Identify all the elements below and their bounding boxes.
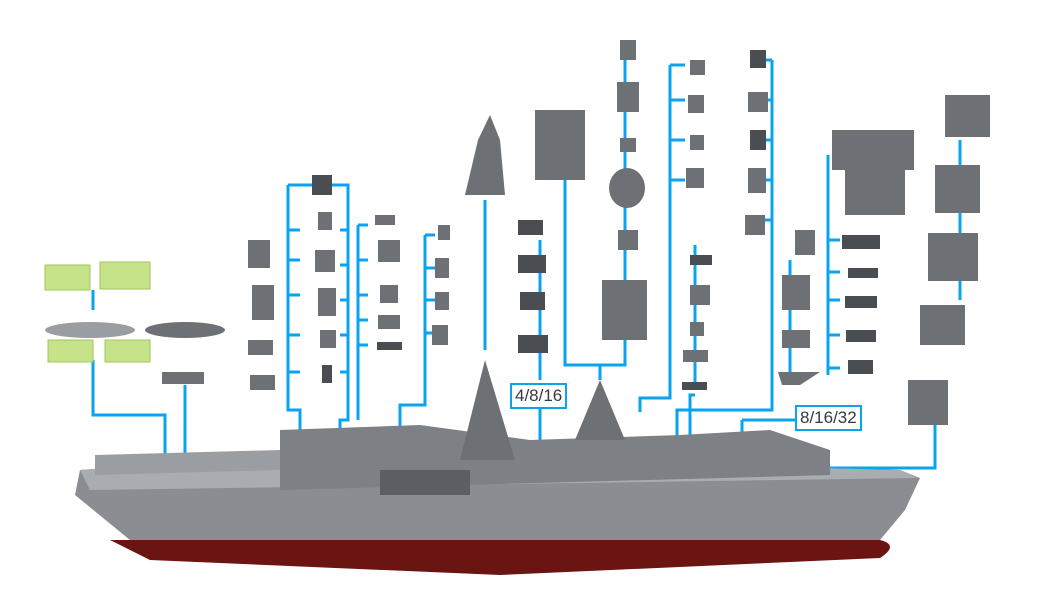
module	[683, 350, 708, 362]
module	[375, 215, 395, 225]
radar-module	[620, 40, 636, 60]
container	[104, 339, 151, 363]
vls-hatch	[842, 235, 880, 249]
gun-module	[908, 380, 948, 425]
module	[682, 382, 707, 390]
launcher-module	[518, 335, 548, 353]
radar-module	[609, 168, 645, 208]
rhib-boat	[45, 322, 135, 338]
mast-module	[465, 115, 505, 195]
module	[250, 375, 275, 390]
module	[782, 330, 810, 348]
cell-count-label-small: 4/8/16	[510, 383, 568, 409]
radar-module	[617, 82, 639, 112]
module	[748, 92, 768, 112]
module	[252, 285, 274, 320]
module	[782, 275, 810, 310]
vls-module	[832, 130, 914, 170]
module	[377, 342, 402, 350]
vls-module	[845, 170, 905, 215]
module	[432, 325, 448, 345]
gun-module	[935, 165, 980, 213]
module	[748, 168, 766, 193]
vls-hatch	[848, 360, 873, 374]
launcher-module	[518, 255, 546, 273]
container	[99, 261, 151, 290]
module	[778, 372, 820, 385]
module	[318, 288, 336, 316]
module	[690, 135, 704, 150]
vls-hatch	[848, 268, 878, 278]
module	[315, 250, 335, 272]
module	[378, 315, 400, 329]
module	[312, 175, 332, 195]
module	[688, 95, 704, 113]
module	[320, 330, 336, 348]
module	[435, 292, 449, 310]
gun-module	[928, 233, 978, 281]
gun-module	[920, 305, 965, 345]
module	[248, 240, 270, 268]
radar-module	[618, 230, 638, 250]
module	[435, 258, 449, 278]
rhib-boat	[145, 322, 225, 338]
module	[795, 230, 815, 255]
module	[750, 50, 766, 68]
container-modules	[44, 261, 225, 384]
weapon-modules	[248, 40, 990, 425]
cell-count-label-large: 8/16/32	[795, 405, 862, 431]
launcher-module	[520, 292, 545, 310]
module	[745, 215, 765, 235]
launcher-module	[518, 220, 543, 235]
radar-module	[620, 138, 636, 152]
vls-hatch	[845, 296, 877, 308]
module	[318, 212, 332, 230]
module	[380, 285, 398, 303]
module	[378, 240, 400, 262]
gun-module	[945, 95, 990, 137]
module	[690, 285, 710, 305]
container	[44, 264, 91, 291]
mast-module	[535, 110, 585, 180]
module	[438, 225, 450, 240]
module	[690, 255, 712, 265]
module	[690, 322, 704, 336]
launcher-module	[162, 372, 204, 384]
module	[248, 340, 273, 355]
ship-hull	[75, 360, 920, 575]
module	[750, 130, 766, 150]
module	[322, 365, 332, 383]
mast-module	[602, 280, 647, 340]
container	[47, 339, 94, 363]
module	[690, 60, 705, 75]
vls-hatch	[846, 330, 876, 342]
module	[686, 168, 704, 188]
